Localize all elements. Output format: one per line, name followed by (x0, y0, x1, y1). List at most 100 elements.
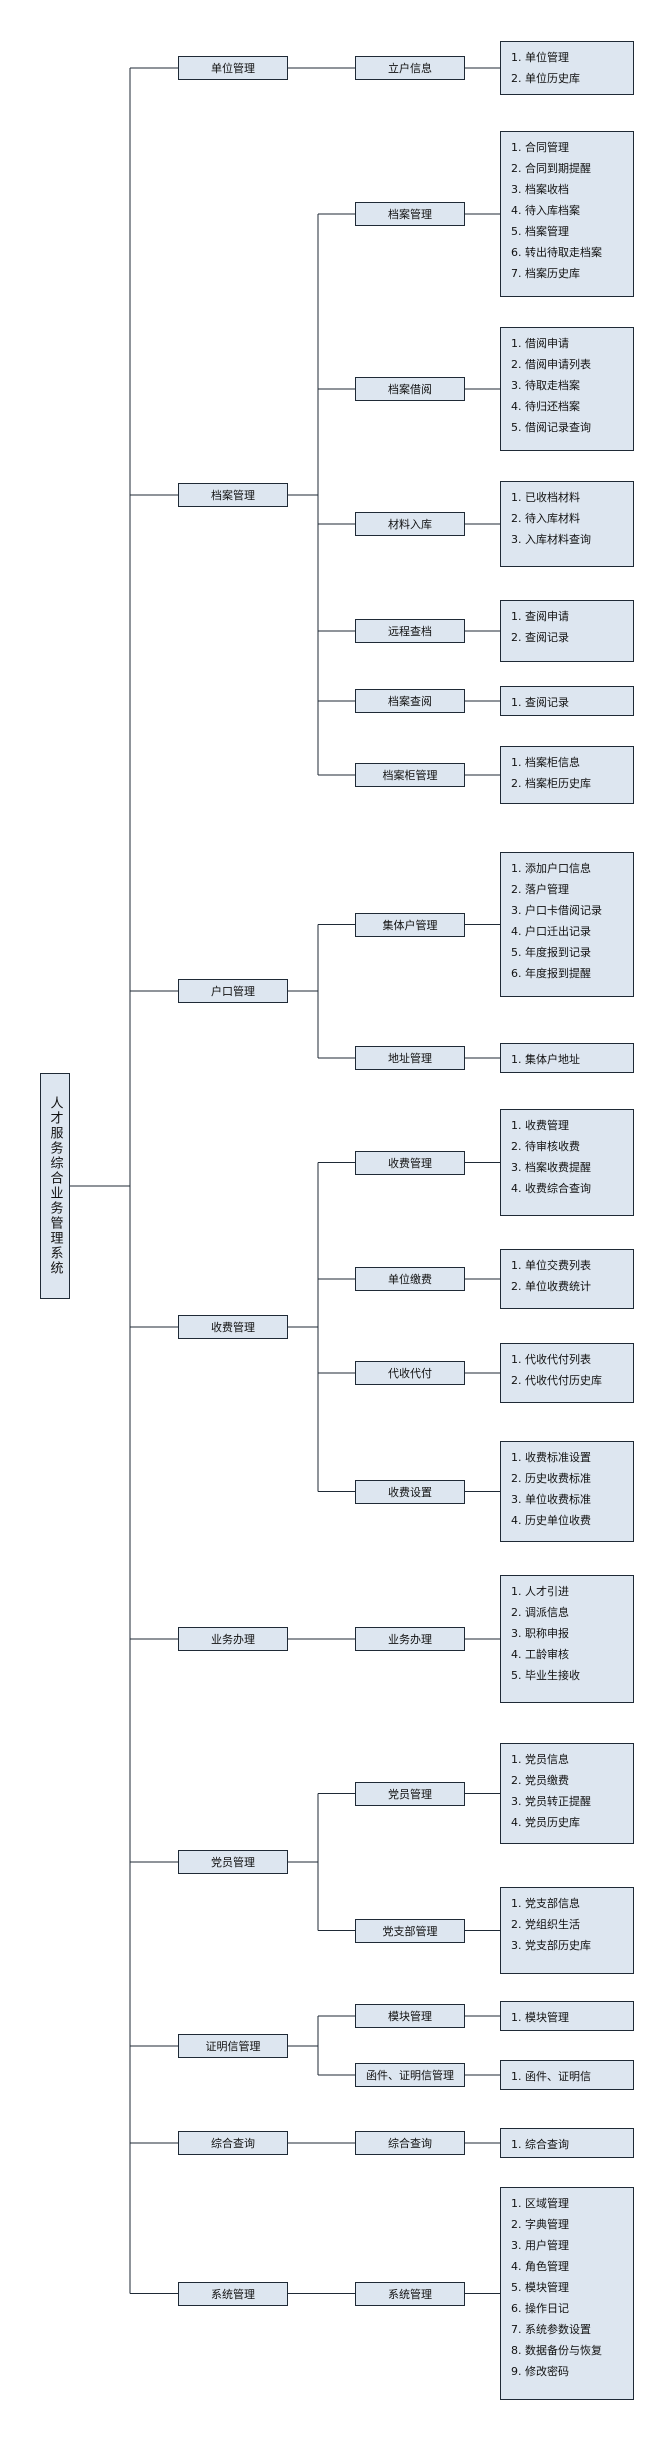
leaf-item: 5. 模块管理 (511, 2281, 569, 2294)
leaf-item: 1. 收费管理 (511, 1119, 569, 1132)
leaf-item: 1. 收费标准设置 (511, 1451, 591, 1464)
leaf-item: 3. 户口卡借阅记录 (511, 904, 602, 917)
leaf-item: 1. 已收档材料 (511, 491, 580, 504)
leaf-item: 6. 操作日记 (511, 2302, 569, 2315)
leaf-item: 3. 单位收费标准 (511, 1493, 591, 1506)
root-title: 人才服务综合业务管理系统 (40, 1073, 70, 1299)
leaf-item: 2. 查阅记录 (511, 631, 569, 644)
leaf-item: 2. 字典管理 (511, 2218, 569, 2231)
module-box: 系统管理 (178, 2281, 288, 2306)
leaf-item: 2. 历史收费标准 (511, 1472, 591, 1485)
leaf-item: 1. 代收代付列表 (511, 1353, 591, 1366)
leaf-list: 1. 合同管理 2. 合同到期提醒 3. 档案收档 4. 待入库档案 5. 档案管理 6.… (500, 131, 634, 297)
leaf-list: 1. 函件、证明信 (500, 2060, 634, 2090)
leaf-item: 1. 综合查询 (511, 2138, 569, 2151)
leaf-list: 1. 党支部信息 2. 党组织生活 3. 党支部历史库 (500, 1887, 634, 1974)
module-box: 收费管理 (178, 1315, 288, 1339)
leaf-item: 5. 档案管理 (511, 225, 569, 238)
leaf-item: 9. 修改密码 (511, 2365, 569, 2378)
leaf-item: 3. 档案收档 (511, 183, 569, 196)
module-box: 综合查询 (178, 2131, 288, 2155)
leaf-item: 2. 档案柜历史库 (511, 777, 591, 790)
leaf-list: 1. 集体户地址 (500, 1043, 634, 1073)
leaf-item: 2. 借阅申请列表 (511, 358, 591, 371)
leaf-list: 1. 添加户口信息 2. 落户管理 3. 户口卡借阅记录 4. 户口迁出记录 5. 年度… (500, 852, 634, 997)
leaf-item: 2. 待审核收费 (511, 1140, 580, 1153)
leaf-item: 3. 党支部历史库 (511, 1939, 591, 1952)
leaf-item: 4. 收费综合查询 (511, 1182, 591, 1195)
leaf-item: 1. 查阅记录 (511, 696, 569, 709)
leaf-item: 3. 待取走档案 (511, 379, 580, 392)
leaf-item: 2. 待入库材料 (511, 512, 580, 525)
leaf-item: 7. 档案历史库 (511, 267, 580, 280)
submodule-box: 远程查档 (355, 619, 465, 643)
leaf-item: 1. 模块管理 (511, 2011, 569, 2024)
leaf-item: 4. 待入库档案 (511, 204, 580, 217)
submodule-box: 业务办理 (355, 1627, 465, 1651)
leaf-item: 3. 档案收费提醒 (511, 1161, 591, 1174)
leaf-item: 2. 合同到期提醒 (511, 162, 591, 175)
submodule-box: 函件、证明信管理 (355, 2063, 465, 2087)
leaf-item: 2. 党员缴费 (511, 1774, 569, 1787)
leaf-item: 5. 年度报到记录 (511, 946, 591, 959)
leaf-item: 6. 转出待取走档案 (511, 246, 602, 259)
leaf-item: 4. 角色管理 (511, 2260, 569, 2273)
submodule-box: 代收代付 (355, 1361, 465, 1385)
leaf-item: 1. 单位管理 (511, 51, 569, 64)
submodule-box: 系统管理 (355, 2281, 465, 2306)
leaf-item: 2. 代收代付历史库 (511, 1374, 602, 1387)
submodule-box: 档案借阅 (355, 377, 465, 401)
leaf-item: 3. 用户管理 (511, 2239, 569, 2252)
leaf-list: 1. 查阅申请 2. 查阅记录 (500, 600, 634, 662)
leaf-item: 2. 单位收费统计 (511, 1280, 591, 1293)
submodule-box: 收费设置 (355, 1479, 465, 1504)
leaf-item: 2. 落户管理 (511, 883, 569, 896)
leaf-item: 1. 党员信息 (511, 1753, 569, 1766)
module-box: 户口管理 (178, 979, 288, 1003)
leaf-item: 1. 合同管理 (511, 141, 569, 154)
leaf-item: 4. 历史单位收费 (511, 1514, 591, 1527)
submodule-box: 档案查阅 (355, 689, 465, 713)
module-box: 档案管理 (178, 483, 288, 507)
leaf-item: 2. 党组织生活 (511, 1918, 580, 1931)
leaf-item: 1. 添加户口信息 (511, 862, 591, 875)
submodule-box: 单位缴费 (355, 1267, 465, 1291)
leaf-list: 1. 收费管理 2. 待审核收费 3. 档案收费提醒 4. 收费综合查询 (500, 1109, 634, 1216)
leaf-item: 1. 函件、证明信 (511, 2070, 591, 2083)
submodule-box: 党支部管理 (355, 1918, 465, 1943)
module-box: 单位管理 (178, 56, 288, 80)
submodule-box: 立户信息 (355, 56, 465, 80)
submodule-box: 档案管理 (355, 202, 465, 226)
leaf-list: 1. 综合查询 (500, 2128, 634, 2158)
leaf-item: 3. 党员转正提醒 (511, 1795, 591, 1808)
leaf-item: 1. 党支部信息 (511, 1897, 580, 1910)
leaf-item: 2. 单位历史库 (511, 72, 580, 85)
leaf-item: 7. 系统参数设置 (511, 2323, 591, 2336)
leaf-item: 2. 调派信息 (511, 1606, 569, 1619)
leaf-list: 1. 单位管理 2. 单位历史库 (500, 41, 634, 95)
submodule-box: 地址管理 (355, 1046, 465, 1070)
leaf-list: 1. 借阅申请 2. 借阅申请列表 3. 待取走档案 4. 待归还档案 5. 借阅记录查… (500, 327, 634, 451)
leaf-item: 4. 工龄审核 (511, 1648, 569, 1661)
leaf-item: 3. 职称申报 (511, 1627, 569, 1640)
module-box: 业务办理 (178, 1627, 288, 1651)
leaf-list: 1. 单位交费列表 2. 单位收费统计 (500, 1249, 634, 1309)
leaf-item: 4. 户口迁出记录 (511, 925, 591, 938)
submodule-box: 党员管理 (355, 1781, 465, 1806)
leaf-item: 1. 单位交费列表 (511, 1259, 591, 1272)
leaf-item: 1. 借阅申请 (511, 337, 569, 350)
leaf-item: 4. 待归还档案 (511, 400, 580, 413)
submodule-box: 档案柜管理 (355, 763, 465, 787)
leaf-item: 1. 查阅申请 (511, 610, 569, 623)
leaf-item: 1. 集体户地址 (511, 1053, 580, 1066)
leaf-item: 8. 数据备份与恢复 (511, 2344, 602, 2357)
leaf-item: 5. 借阅记录查询 (511, 421, 591, 434)
leaf-list: 1. 查阅记录 (500, 686, 634, 716)
submodule-box: 模块管理 (355, 2004, 465, 2028)
